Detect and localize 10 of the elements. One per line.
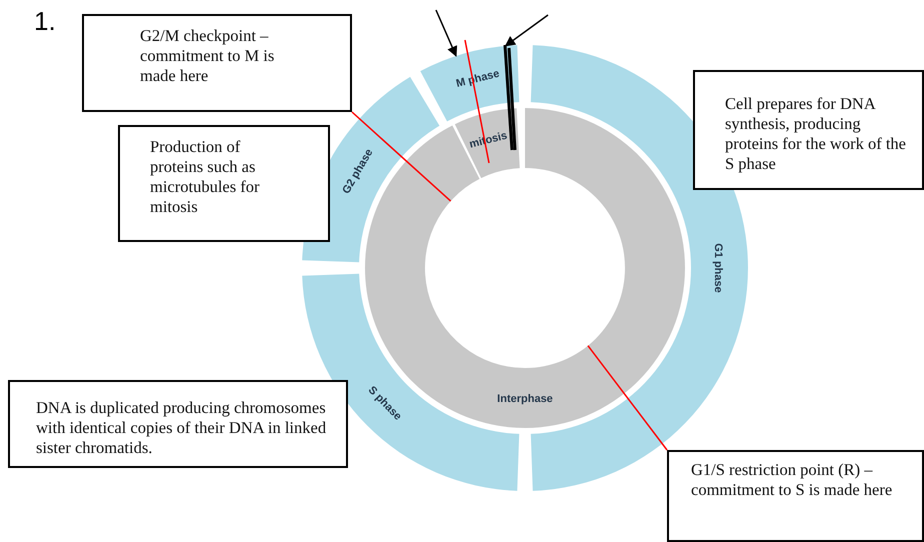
- note-box: Production of proteins such as microtubules for mitosis: [118, 125, 330, 242]
- restriction-note: G1/S restriction point (R) – commitment to S is made here: [667, 450, 924, 542]
- note-box: Cell prepares for DNA synthesis, producing proteins for the work of the S phase: [693, 70, 924, 190]
- leader-line: [587, 345, 668, 450]
- arrow: [435, 10, 458, 57]
- arrow: [504, 14, 548, 46]
- leader-line: [352, 111, 452, 202]
- question-number: 1.: [34, 6, 56, 37]
- checkpoint-note: G2/M checkpoint – commitment to M is made here: [82, 14, 352, 112]
- note-box: DNA is duplicated producing chromosomes with identical copies of their DNA in linked sister chromatids.: [8, 380, 348, 468]
